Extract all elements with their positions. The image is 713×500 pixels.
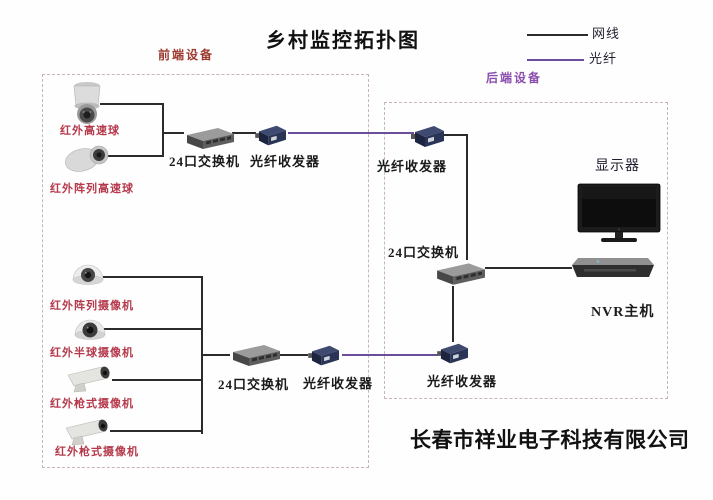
fiber-transceiver-image: [411, 126, 444, 147]
cam-bullet-1-label: 红外枪式摄像机: [50, 398, 134, 410]
monitor-label: 显示器: [595, 159, 640, 174]
node-switch-front-bottom: [228, 340, 282, 370]
front-devices-box-label: 前端设备: [158, 48, 215, 62]
network-switch-image: [233, 345, 280, 366]
back-devices-box-label: 后端设备: [486, 71, 543, 85]
legend-fiber-label: 光纤: [589, 51, 618, 66]
node-transceiver-front-top: [254, 122, 290, 150]
legend-network-line: [527, 34, 588, 36]
legend-fiber-line: [527, 59, 584, 61]
cable-bracket-to-switch1: [162, 132, 184, 134]
bullet-camera-image: [67, 366, 110, 393]
node-transceiver-front-bottom: [306, 342, 344, 370]
monitor-image: [577, 183, 661, 242]
array-speed-dome-camera-image: [64, 145, 109, 172]
fiber-transceiver-image: [308, 345, 339, 366]
node-monitor: [577, 183, 661, 245]
switch-front-top-label: 24口交换机: [169, 154, 241, 169]
cable-switch3-to-nvr: [485, 267, 572, 269]
transceiver-back-top-label: 光纤收发器: [377, 159, 448, 174]
node-cam-bullet-1: [62, 365, 120, 395]
cable-arraycam-to-bracket: [102, 276, 203, 278]
page-title: 乡村监控拓扑图: [266, 28, 420, 52]
transceiver-front-top-label: 光纤收发器: [250, 154, 321, 169]
network-switch-image: [187, 128, 234, 149]
fiber-transceiver-image: [437, 343, 468, 364]
node-switch-back: [432, 258, 487, 289]
cam-half-dome-label: 红外半球摄像机: [50, 347, 134, 359]
dome-camera-image: [72, 264, 104, 285]
node-cam-bullet-2: [60, 418, 118, 448]
cable-bracket-top-vertical: [162, 103, 164, 157]
transceiver-front-bottom-label: 光纤收发器: [303, 376, 374, 391]
cable-transceiver3-to-switch3: [466, 134, 468, 260]
node-cam-speed-dome: [64, 80, 110, 128]
fiber-transceiver-image: [255, 125, 286, 146]
ptz-speed-dome-camera-image: [73, 82, 101, 124]
cable-transceiver3-elbow-horizontal: [444, 134, 468, 136]
nvr-recorder-image: [572, 258, 654, 277]
cam-array-label: 红外阵列摄像机: [50, 300, 134, 312]
cable-halfdome-to-bracket: [104, 328, 203, 330]
node-transceiver-back-bottom: [436, 340, 472, 368]
nvr-label: NVR主机: [591, 305, 655, 320]
cam-bullet-2-label: 红外枪式摄像机: [55, 446, 139, 458]
node-cam-half-dome: [72, 314, 108, 348]
cam-array-speed-dome-label: 红外阵列高速球: [50, 183, 134, 195]
transceiver-back-bottom-label: 光纤收发器: [427, 374, 498, 389]
bullet-camera-image: [65, 419, 108, 446]
node-nvr: [570, 256, 656, 282]
network-switch-image: [437, 263, 485, 285]
front-devices-box: [42, 74, 369, 468]
cable-bullet1-to-bracket: [112, 379, 203, 381]
node-switch-front-top: [182, 124, 236, 152]
cable-switch2-to-transceiver2: [280, 354, 308, 356]
node-cam-array-speed-dome: [62, 142, 114, 176]
cable-switch3-to-transceiver4: [452, 286, 454, 342]
cable-speeddome-to-bracket: [100, 103, 164, 105]
cable-arrayspeeddome-to-bracket: [106, 155, 164, 157]
legend-network-label: 网线: [592, 26, 621, 41]
node-cam-array: [70, 259, 106, 293]
cam-speed-dome-label: 红外高速球: [60, 125, 120, 137]
cable-bracket-to-switch2: [201, 354, 230, 356]
switch-back-label: 24口交换机: [388, 245, 460, 260]
node-transceiver-back-top: [410, 122, 448, 152]
fiber-transceiver2-to-transceiver4: [342, 354, 438, 356]
fiber-transceiver1-to-transceiver3: [288, 132, 414, 134]
dome-camera-image: [74, 319, 106, 340]
back-devices-box: [384, 102, 668, 399]
company-name: 长春市祥业电子科技有限公司: [410, 427, 690, 452]
switch-front-bottom-label: 24口交换机: [218, 377, 290, 392]
cable-bullet2-to-bracket: [110, 430, 203, 432]
cable-switch1-to-transceiver1: [232, 132, 256, 134]
